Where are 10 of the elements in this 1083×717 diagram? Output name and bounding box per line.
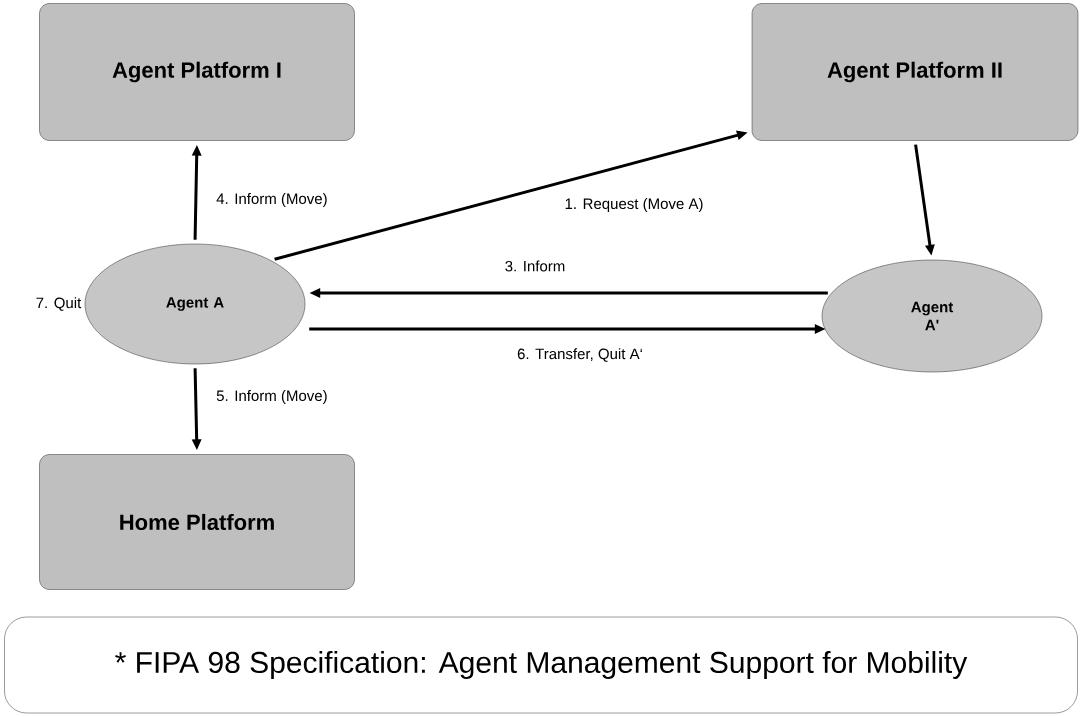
beside-label: 7. Quit [36, 297, 82, 311]
platform-box: Agent Platform I [39, 3, 355, 141]
edge-label: 1. Request (Move A) [563, 197, 705, 213]
edge-label: 5. Inform (Move) [215, 389, 329, 405]
platform-box: Home Platform [39, 454, 355, 590]
edge-label: 4. Inform (Move) [215, 192, 329, 208]
note-box: * FIPA 98 Specification: Agent Management Support for Mobility [4, 616, 1078, 714]
platform-box: Agent Platform II [751, 3, 1079, 141]
edge-label: 6. Transfer, Quit A‘ [516, 347, 644, 363]
edge-label: 3. Inform [503, 259, 567, 273]
